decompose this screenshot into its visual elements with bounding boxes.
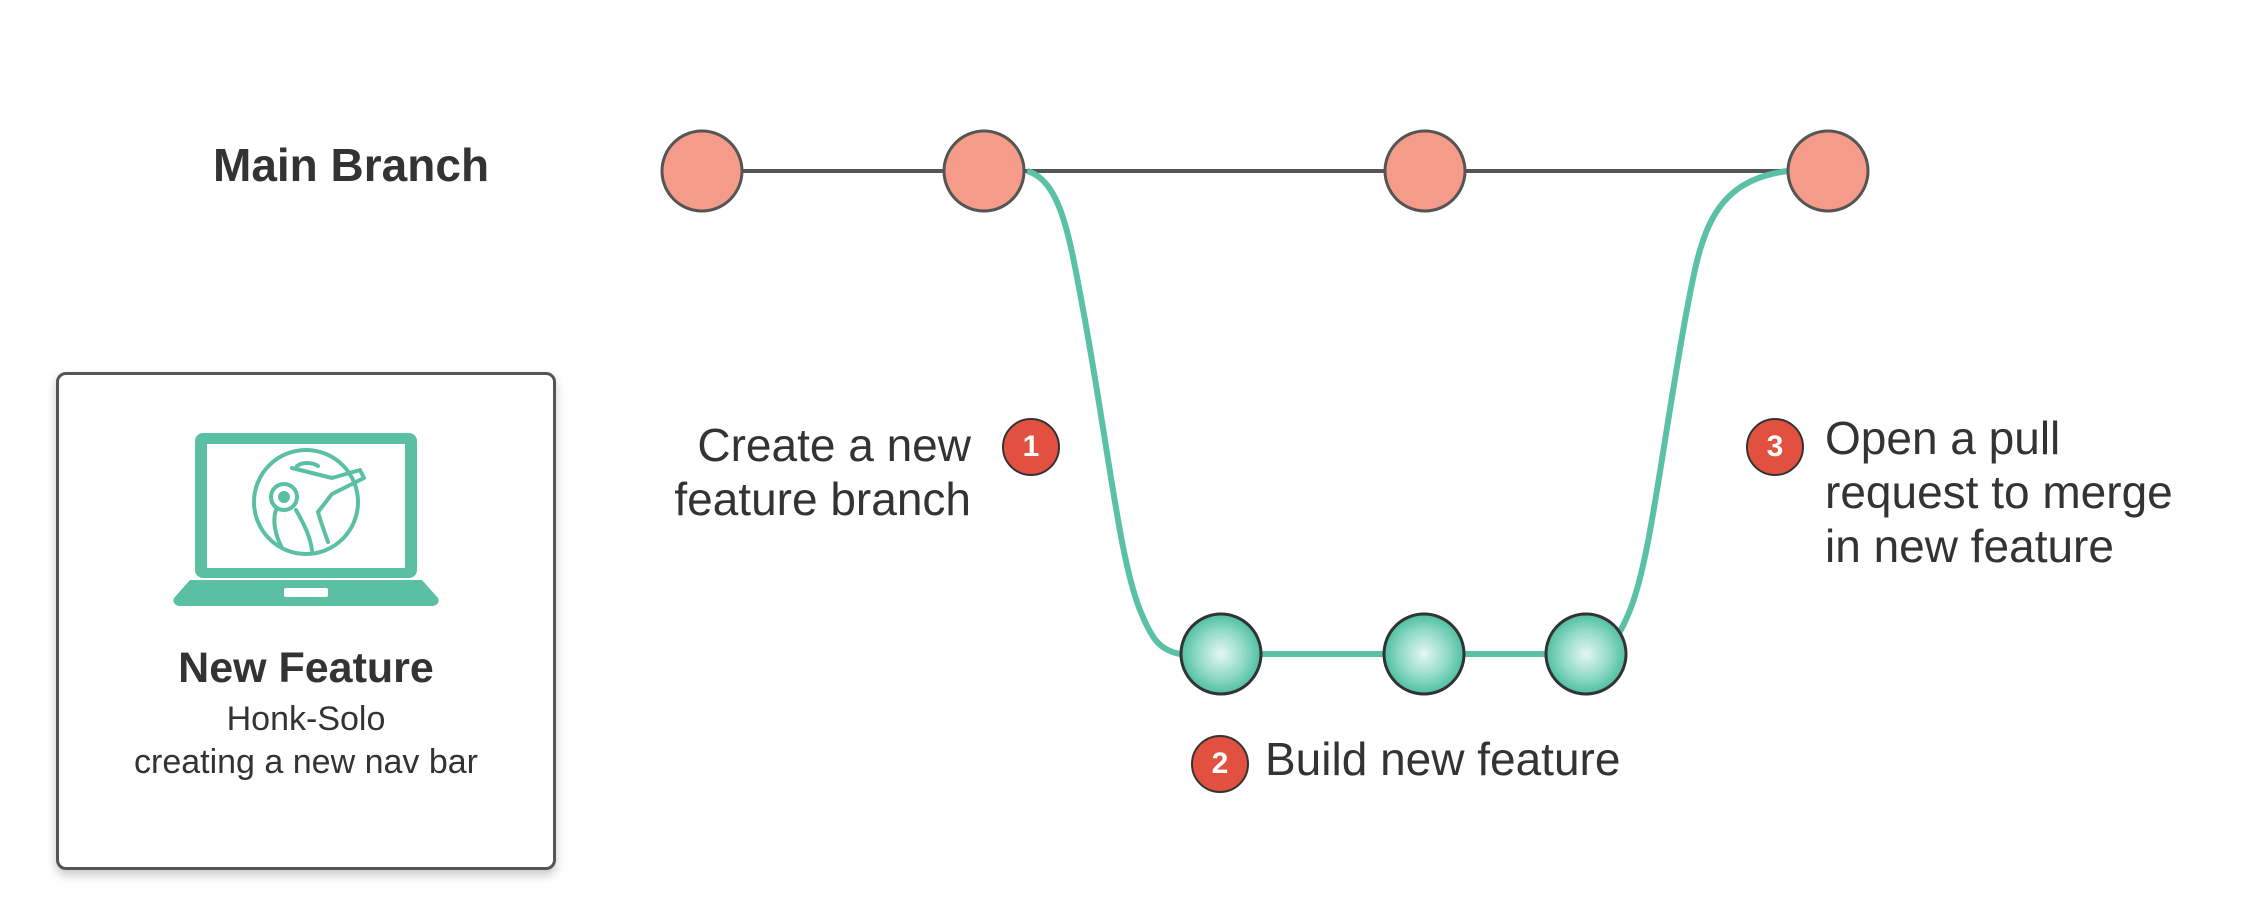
feature-commit: [1544, 612, 1628, 696]
card-author: Honk-Solo: [226, 700, 386, 738]
main-commit: [1786, 129, 1870, 213]
laptop-with-astronaut-helmet-icon: [173, 433, 439, 606]
feature-commit: [1382, 612, 1466, 696]
step-3-line: request to merge: [1825, 466, 2173, 518]
step-2-badge: 2: [1191, 735, 1249, 793]
main-commit: [942, 129, 1026, 213]
main-commit: [1383, 129, 1467, 213]
step-1-line: feature branch: [674, 473, 971, 525]
step-1-text: Create a new feature branch: [674, 418, 971, 526]
step-2-text: Build new feature: [1265, 732, 1620, 786]
main-branch-label: Main Branch: [213, 139, 490, 191]
step-3-badge: 3: [1746, 418, 1804, 476]
card-description: creating a new nav bar: [134, 743, 478, 781]
feature-card: New Feature Honk-Solo creating a new nav…: [56, 372, 556, 870]
main-commit: [660, 129, 744, 213]
step-3-text: Open a pull request to merge in new feat…: [1825, 411, 2173, 573]
card-title: New Feature: [178, 644, 434, 692]
step-3-line: in new feature: [1825, 520, 2114, 572]
step-1-line: Create a new: [697, 419, 971, 471]
feature-commit: [1179, 612, 1263, 696]
step-1-badge: 1: [1002, 418, 1060, 476]
feature-branch-line: [1025, 168, 1789, 657]
step-2-line: Build new feature: [1265, 733, 1621, 785]
step-3-line: Open a pull: [1825, 412, 2061, 464]
